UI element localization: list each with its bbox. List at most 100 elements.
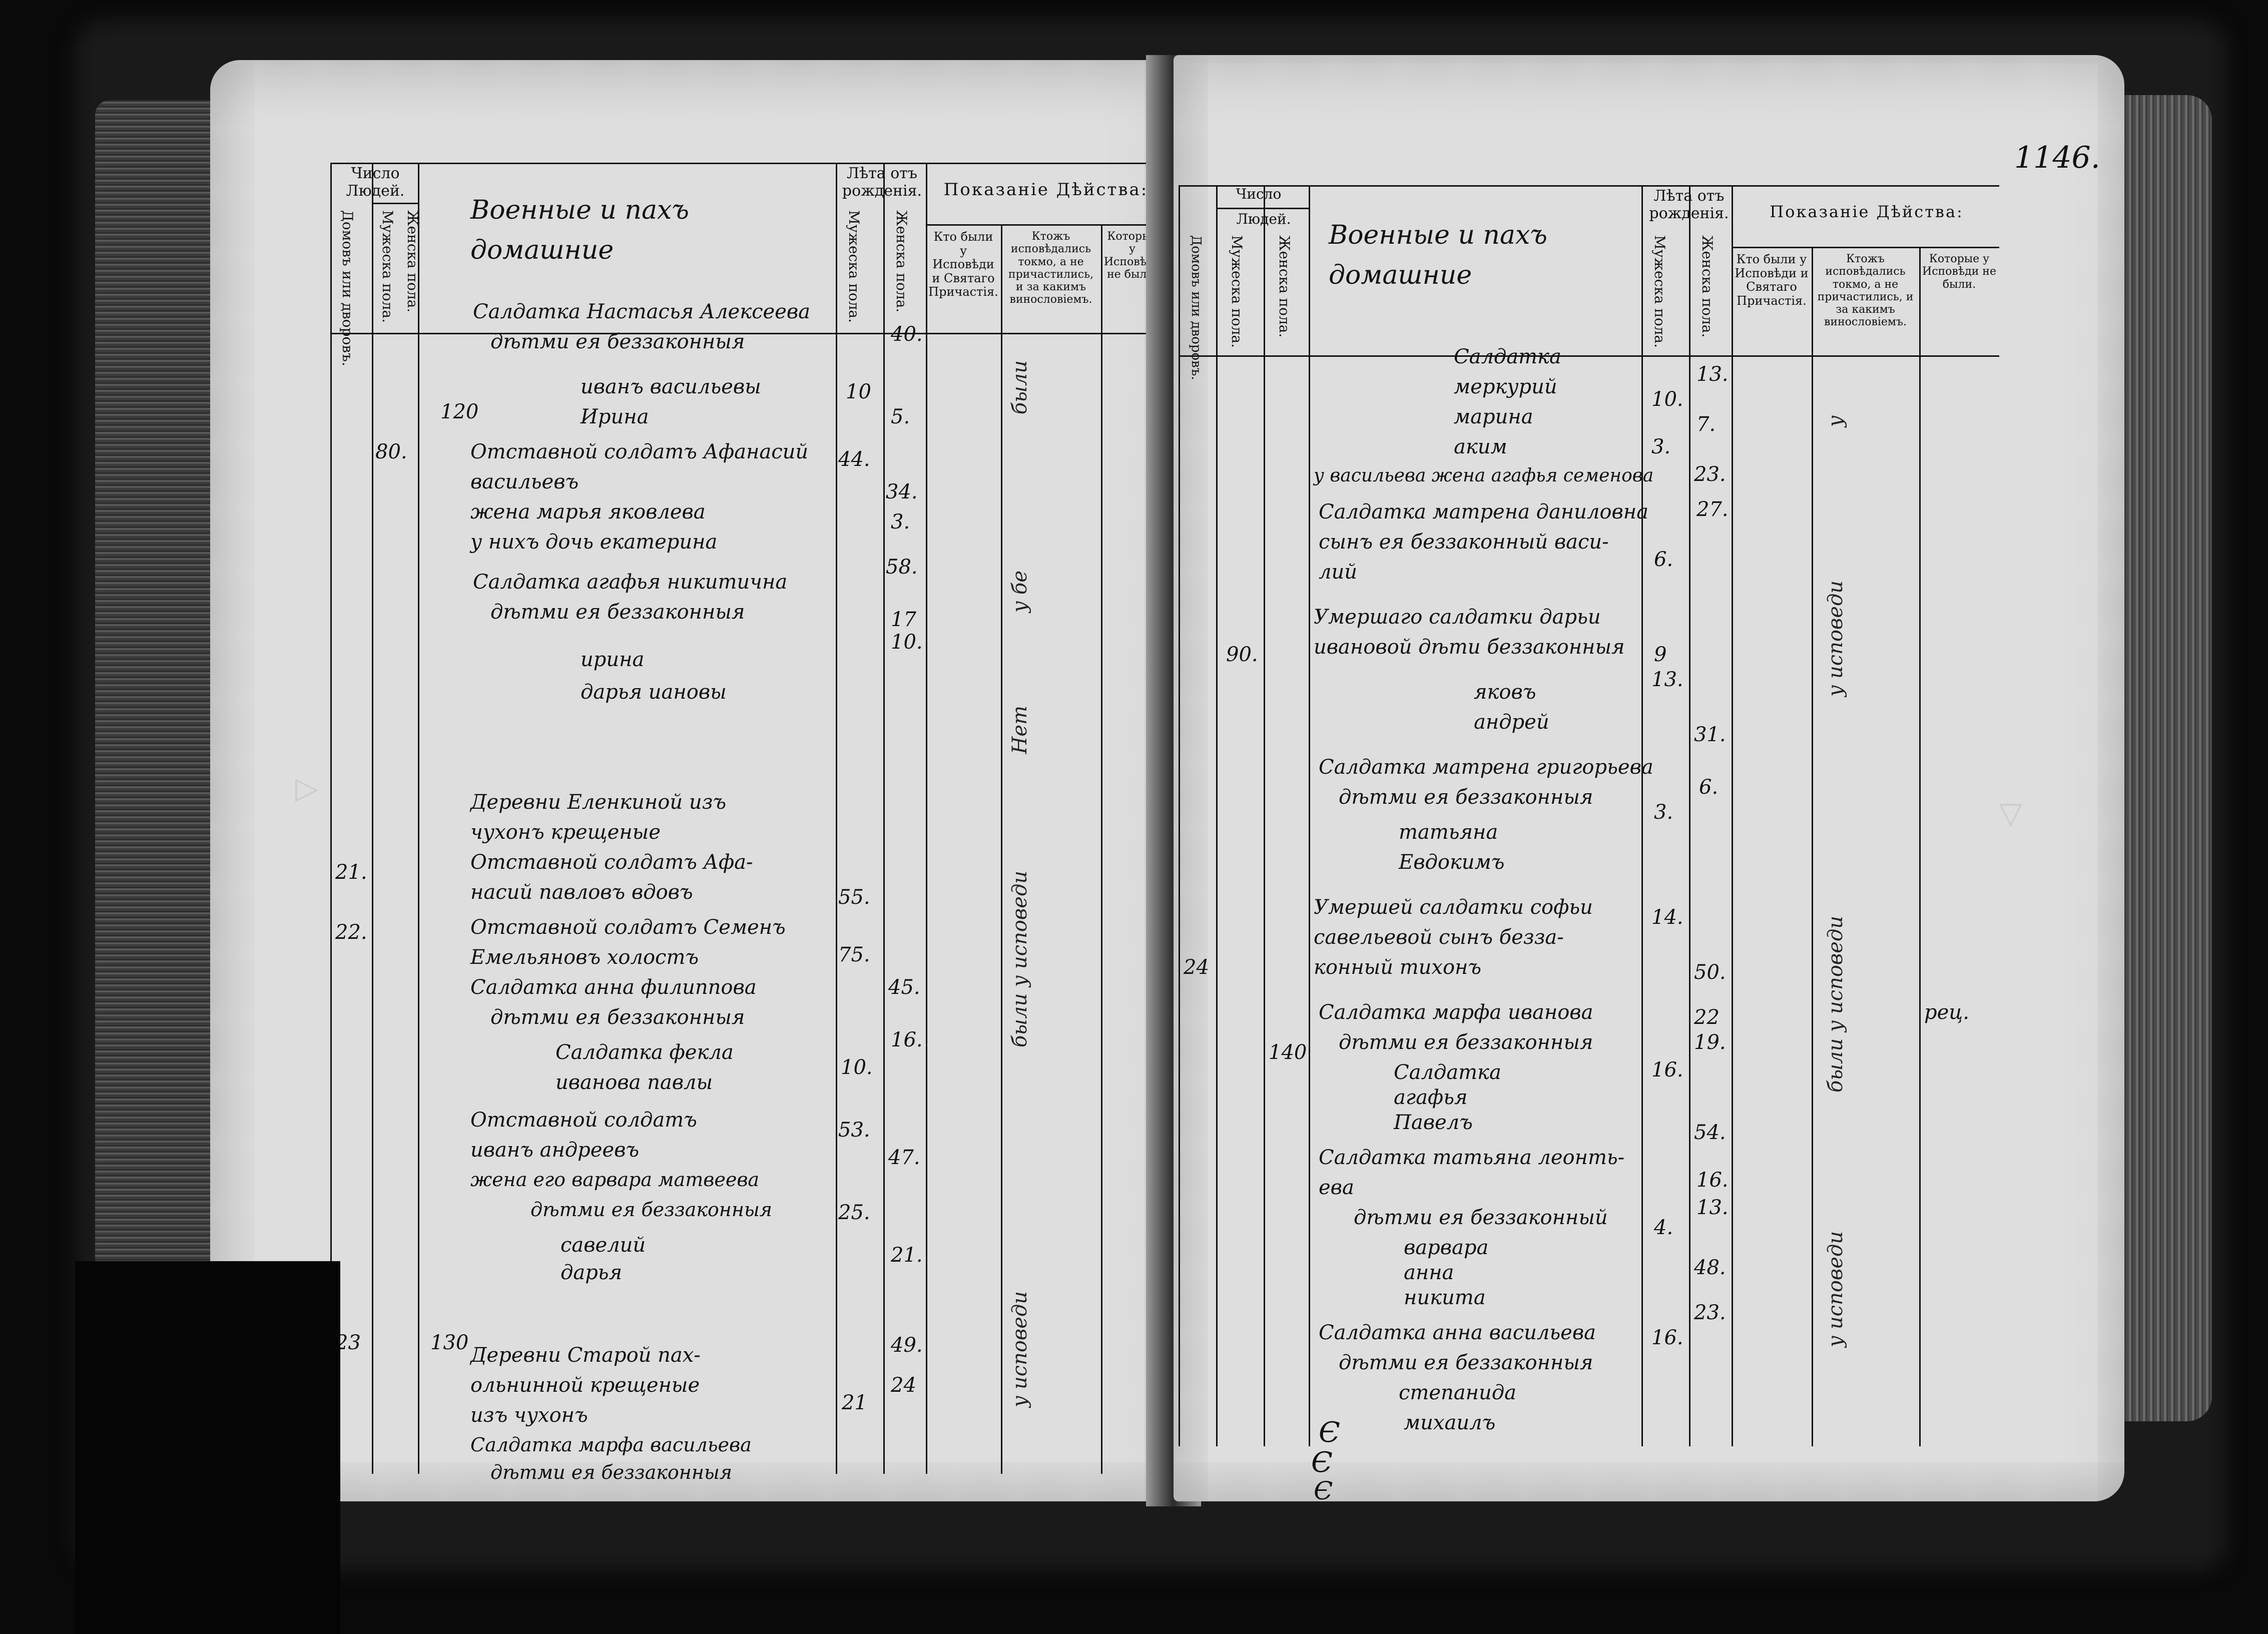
entry-text: Салдатка матрена даниловна — [1319, 500, 1648, 523]
female-age: 40. — [891, 323, 923, 346]
female-age: 48. — [1694, 1256, 1726, 1279]
entry-text: иванова павлы — [555, 1071, 713, 1094]
house-number: 22. — [335, 921, 367, 944]
margin-note: у бе — [1008, 571, 1031, 613]
entry-text: Салдатка марфа васильева — [470, 1434, 752, 1456]
entry-text: Салдатка татьяна леонть- — [1319, 1146, 1625, 1169]
female-age: 6. — [1699, 776, 1719, 799]
left-page: Домовъ или дворовъ. Число Людей. Мужеска… — [210, 60, 1171, 1501]
male-age: 44. — [838, 448, 870, 471]
entry-text: Салдатка матрена григорьева — [1319, 756, 1653, 779]
female-age: 16. — [1696, 1169, 1729, 1192]
header-col-confessed: Ктожъ исповѣдались токмо, а не причастил… — [1817, 253, 1914, 329]
entry-text: Емельяновъ холостъ — [470, 946, 699, 969]
margin-note: у — [1824, 415, 1847, 427]
rule — [418, 163, 419, 1474]
entry-text: ирина — [581, 648, 645, 671]
header-number: Число — [1236, 186, 1282, 202]
entry-text: ольнинной крещеные — [470, 1374, 700, 1397]
male-age: 4. — [1654, 1216, 1673, 1239]
male-age: 9 — [1654, 643, 1667, 666]
female-age: 13. — [1696, 363, 1729, 386]
entry-text: яковъ — [1474, 681, 1536, 704]
male-age: 6. — [1654, 548, 1673, 571]
female-age: 3. — [891, 510, 910, 533]
entry-text: иванъ васильевы — [581, 375, 761, 398]
header-female: Женска пола. — [1276, 235, 1293, 338]
female-age: 23. — [1694, 1301, 1726, 1324]
entry-text: Ирина — [581, 405, 649, 428]
entry-text: васильевъ — [470, 470, 579, 493]
entry-text: агафья — [1394, 1086, 1468, 1109]
entry-text: Салдатка — [1394, 1061, 1501, 1084]
entry-text: чухонъ крещеные — [470, 821, 661, 844]
entry-text: ивановой дѣти беззаконныя — [1314, 636, 1625, 659]
entry-text: у нихъ дочь екатерина — [470, 530, 718, 554]
margin-note: у исповеди — [1008, 1291, 1031, 1407]
header-years-female: Женска пола. — [1699, 235, 1716, 338]
entry-text: конный тихонъ — [1314, 956, 1482, 979]
people-count: 80. — [375, 440, 407, 463]
entry-text: Деревни Старой пах- — [470, 1344, 701, 1367]
entry-text: Отставной солдатъ Афанасий — [470, 440, 809, 463]
male-age: 10. — [841, 1056, 873, 1079]
header-years-male: Мужеска пола. — [846, 210, 862, 323]
dark-corner-clip — [75, 1261, 340, 1634]
entry-text: Салдатка марфа иванова — [1319, 1001, 1593, 1024]
header-testimony: Показаніе Дѣйства: — [1770, 202, 1964, 221]
entry-text: марина — [1454, 405, 1533, 428]
header-houses: Домовъ или дворовъ. — [1189, 235, 1204, 380]
margin-note: были у исповеди — [1824, 916, 1847, 1093]
rule — [926, 224, 1164, 226]
female-age: 16. — [891, 1028, 923, 1051]
female-age: 47. — [888, 1146, 920, 1169]
female-age: 10. — [891, 631, 923, 654]
tick-mark-right: ▽ — [1999, 796, 2023, 831]
entry-text: Отставной солдатъ Афа- — [470, 851, 753, 874]
entry-text: Салдатка Настасья Алексеева — [473, 300, 810, 323]
entry-text: жена его варвара матвеева — [470, 1169, 760, 1191]
entry-text: дѣтми ея беззаконныя — [490, 1461, 732, 1483]
entry-text: дѣтми ея беззаконныя — [490, 1006, 745, 1029]
entry-text: татьяна — [1399, 821, 1498, 844]
people-count: 90. — [1226, 643, 1258, 666]
rule — [1689, 185, 1690, 1446]
header-people: Людей. — [1236, 211, 1291, 227]
rule — [372, 163, 373, 1474]
male-age: 16. — [1651, 1058, 1683, 1081]
female-age: 21. — [891, 1244, 923, 1267]
house-number: 24 — [1184, 956, 1209, 979]
page-edge-stack-right — [2112, 95, 2212, 1421]
female-age: 19. — [1694, 1031, 1726, 1054]
signature-mark: Є — [1319, 1416, 1340, 1449]
male-age: 75. — [838, 943, 870, 966]
rule — [1309, 185, 1310, 1446]
male-age: 55. — [838, 886, 870, 909]
entry-text: михаилъ — [1404, 1411, 1496, 1434]
section-title-line-2: домашние — [1329, 260, 1472, 290]
male-age: 3. — [1651, 435, 1671, 458]
entry-text: дарья — [560, 1261, 623, 1284]
rule — [330, 333, 1164, 334]
female-age: 17 — [891, 608, 916, 631]
entry-text: Салдатка фекла — [555, 1041, 734, 1064]
female-age: 23. — [1694, 463, 1726, 486]
male-age: 14. — [1651, 906, 1683, 929]
entry-text: дѣтми ея беззаконныя — [530, 1199, 772, 1221]
rule — [330, 163, 1164, 164]
female-age: 34. — [886, 480, 918, 503]
entry-text: дѣтми ея беззаконныя — [1339, 1351, 1593, 1374]
entry-text: сынъ ея беззаконный васи- — [1319, 530, 1609, 554]
rule — [1179, 185, 1180, 1446]
rule — [1101, 225, 1102, 1474]
rule — [1216, 208, 1309, 209]
header-male: Мужеска пола. — [379, 210, 396, 323]
entry-text: савельевой сынъ безза- — [1314, 926, 1564, 949]
people-count: 140 — [1269, 1041, 1307, 1064]
header-number-people: Число Людей. — [346, 165, 405, 200]
entry-text: анна — [1404, 1261, 1454, 1284]
rule — [1001, 225, 1002, 1474]
entry-text: Отставной солдатъ Семенъ — [470, 916, 786, 939]
margin-note: были — [1008, 360, 1031, 415]
header-years-male: Мужеска пола. — [1651, 235, 1668, 348]
